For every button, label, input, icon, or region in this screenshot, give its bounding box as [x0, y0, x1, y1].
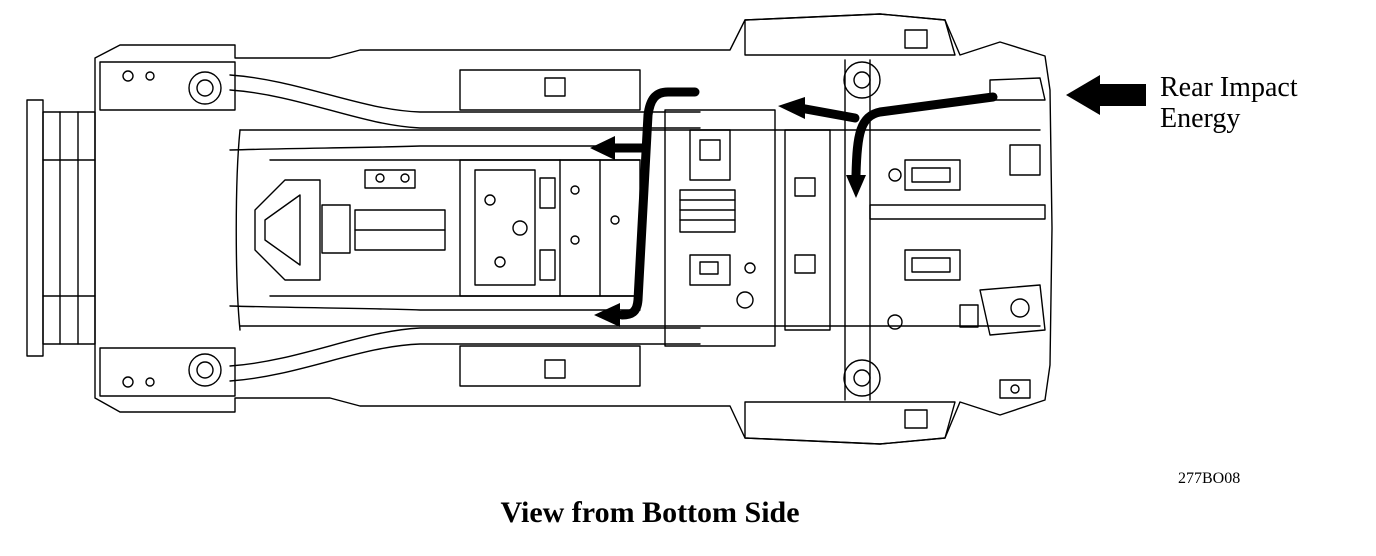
front-bumper	[26, 99, 96, 357]
arrow-left-icon	[778, 97, 805, 119]
side-rails	[229, 74, 701, 382]
impact-label-line2: Energy	[1160, 103, 1241, 134]
impact-direction-arrow-shaft	[1098, 84, 1146, 106]
arrow-left-icon	[1066, 75, 1100, 115]
floor-pan	[459, 69, 641, 387]
body-outline	[94, 13, 1053, 445]
rear-floor	[664, 109, 831, 347]
rear-wheel-wells	[744, 13, 956, 445]
front-crossmember	[254, 169, 446, 281]
arrow-left-icon	[590, 136, 615, 160]
front-strut-towers	[99, 61, 236, 397]
energy-path-center	[795, 103, 860, 123]
energy-path-tunnel	[617, 87, 700, 320]
figure-caption: View from Bottom Side	[500, 496, 800, 529]
arrow-left-icon	[594, 303, 620, 327]
energy-path-upper	[851, 92, 998, 180]
arrow-down-icon	[846, 175, 866, 198]
impact-label-line1: Rear Impact	[1160, 72, 1298, 103]
figure-code: 277BO08	[1178, 470, 1241, 487]
rear-impact-energy-label: Rear Impact Energy	[1160, 72, 1298, 134]
impact-energy-arrows	[590, 75, 1146, 327]
